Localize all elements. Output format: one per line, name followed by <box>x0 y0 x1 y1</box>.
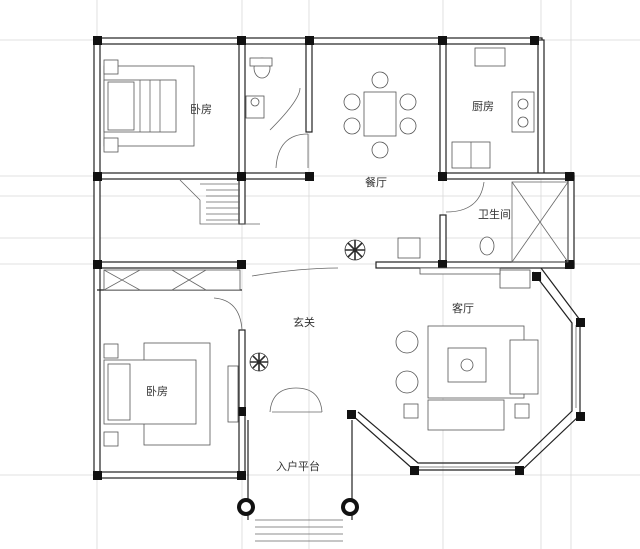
room-label-bathroom: 卫生间 <box>478 207 511 221</box>
room-label-kitchen: 厨房 <box>472 100 494 113</box>
entry-platform <box>237 420 359 542</box>
living-furniture <box>395 267 539 431</box>
plant-icon-foyer <box>249 352 269 372</box>
room-label-bedroom-top: 卧房 <box>190 103 212 116</box>
room-label-dining: 餐厅 <box>365 175 387 189</box>
room-label-entry-platform: 入户平台 <box>276 459 320 473</box>
bathroom-fixtures <box>397 181 569 263</box>
room-label-foyer: 玄关 <box>293 315 315 329</box>
bed-bottom <box>103 342 239 447</box>
bay-window <box>351 267 581 471</box>
room-label-living: 客厅 <box>452 301 474 315</box>
doors <box>213 133 485 413</box>
wardrobe <box>103 269 241 291</box>
room-label-bedroom-bottom: 卧房 <box>146 385 168 398</box>
bathroom-fixtures-top <box>245 57 301 131</box>
plant-decor <box>249 239 366 372</box>
dining-table <box>343 71 417 159</box>
staircase <box>179 179 260 225</box>
bed-top <box>103 59 195 153</box>
plant-icon-dining <box>344 239 366 261</box>
kitchen-fixtures <box>451 47 535 169</box>
columns <box>93 36 585 480</box>
